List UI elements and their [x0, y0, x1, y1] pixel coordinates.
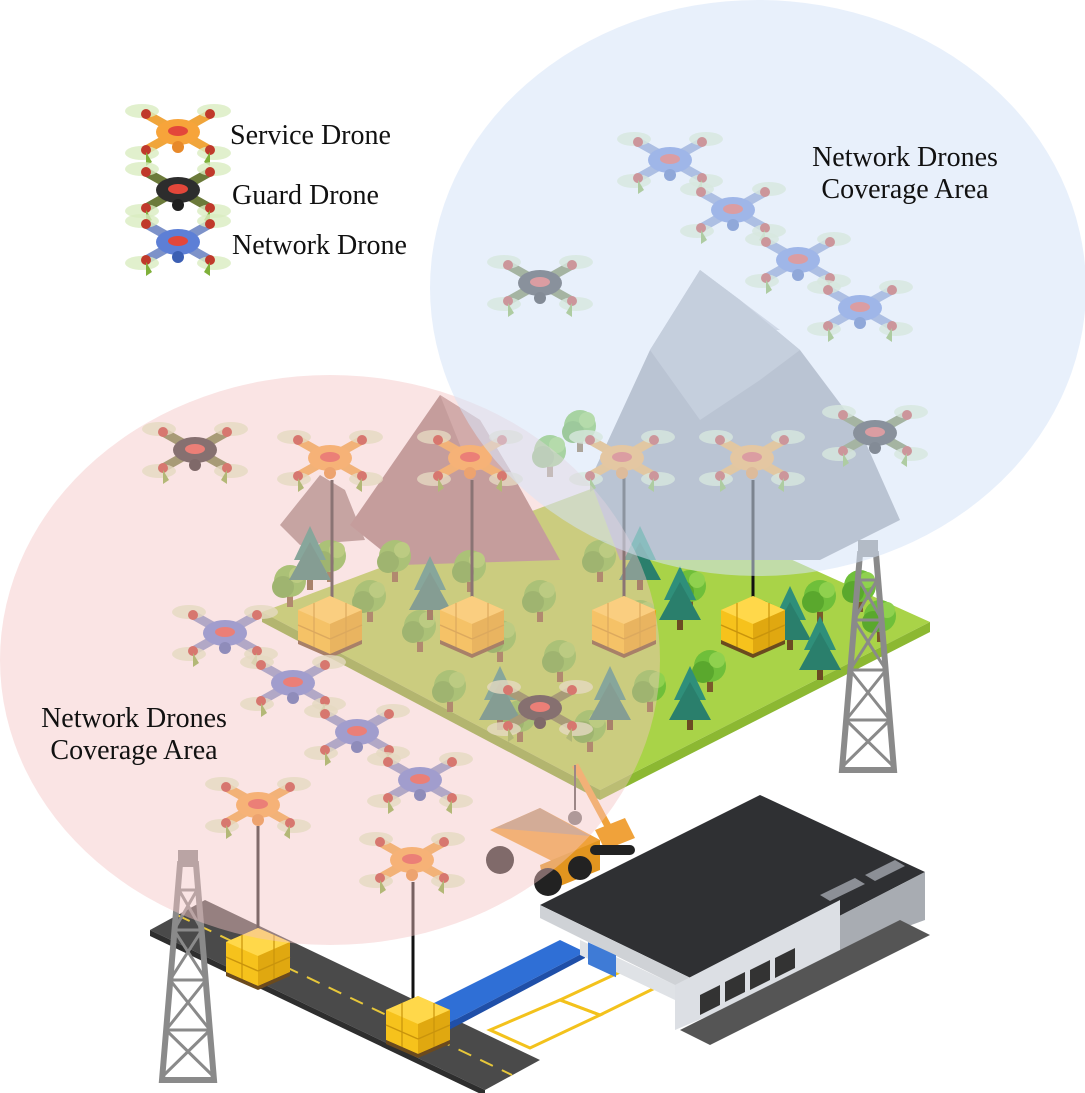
truck-icon — [486, 808, 600, 896]
coverage-area-blue — [430, 0, 1085, 576]
warehouse-icon — [540, 795, 930, 1045]
legend-network-label: Network Drone — [232, 230, 407, 261]
coverage-top-label: Network Drones Coverage Area — [785, 142, 1025, 206]
excavator-icon — [568, 763, 635, 855]
coverage-left-line1: Network Drones — [41, 703, 227, 734]
coverage-left-line2: Coverage Area — [50, 735, 218, 767]
coverage-left-label: Network Drones Coverage Area — [14, 703, 254, 767]
coverage-top-line2: Coverage Area — [821, 174, 989, 206]
coverage-top-line1: Network Drones — [812, 142, 998, 173]
legend-service-label: Service Drone — [230, 120, 391, 151]
legend-icons — [125, 104, 231, 276]
legend-guard-label: Guard Drone — [232, 180, 379, 211]
coverage-area-pink — [0, 375, 660, 945]
